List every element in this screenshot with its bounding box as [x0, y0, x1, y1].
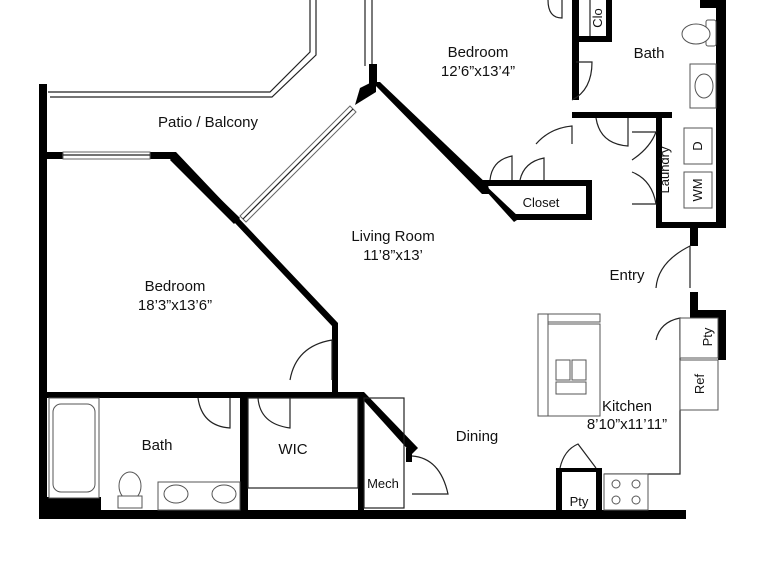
windows	[62, 105, 357, 223]
dryer-label: D	[690, 141, 705, 150]
kitchen-label: Kitchen	[602, 398, 652, 415]
sink-fixture-top	[689, 63, 717, 109]
kitchen-island-fixture	[537, 313, 601, 417]
closet-mid-label: Closet	[523, 195, 560, 210]
wic-label: WIC	[278, 441, 307, 458]
bedroom-top-size: 12’6”x13’4”	[441, 63, 515, 80]
toilet-fixture-top	[681, 19, 717, 47]
fixtures	[48, 0, 719, 511]
living-room-size: 11’8”x13’	[363, 247, 423, 264]
entry-label: Entry	[609, 267, 645, 284]
pantry-bottom-label: Pty	[570, 494, 589, 509]
bathtub-fixture	[48, 397, 100, 499]
bedroom-top-label: Bedroom	[448, 44, 509, 61]
bedroom-left-size: 18’3”x13’6”	[138, 297, 212, 314]
mech-label: Mech	[367, 476, 399, 491]
bedroom-left-label: Bedroom	[145, 278, 206, 295]
bath-top-label: Bath	[634, 45, 665, 62]
pantry-right-label: Pty	[700, 327, 715, 346]
double-vanity-fixture	[157, 481, 241, 511]
range-fixture	[603, 473, 649, 511]
ref-label: Ref	[692, 373, 707, 394]
laundry-label: Laundry	[657, 146, 672, 193]
toilet-fixture-left	[117, 471, 143, 509]
dining-label: Dining	[456, 428, 499, 445]
patio-outline	[48, 0, 373, 98]
washer-label: WM	[690, 178, 705, 201]
living-room-label: Living Room	[351, 228, 434, 245]
bath-left-label: Bath	[142, 437, 173, 454]
closet-top-label: Clo	[590, 8, 605, 28]
walls	[39, 0, 726, 519]
patio-label: Patio / Balcony	[158, 114, 259, 131]
kitchen-size: 8’10”x11’11”	[587, 416, 667, 433]
